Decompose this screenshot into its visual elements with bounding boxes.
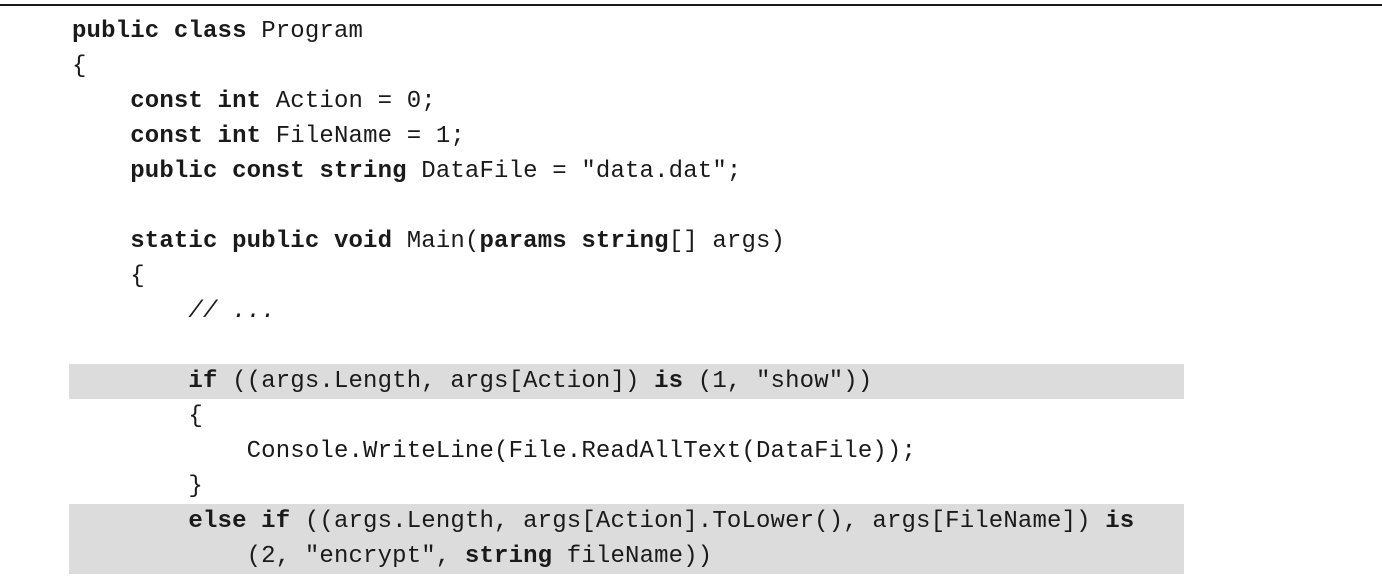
- code-text: [72, 228, 130, 255]
- code-keyword: const int: [130, 123, 262, 150]
- code-keyword: const int: [130, 88, 262, 115]
- highlighted-code-line: if ((args.Length, args[Action]) is (1, "…: [69, 364, 1184, 399]
- code-text: [72, 368, 188, 395]
- code-keyword: static public void: [130, 228, 393, 255]
- code-line: static public void Main(params string[] …: [0, 224, 1382, 259]
- code-text: }: [72, 473, 203, 500]
- code-listing: public class Program { const int Action =…: [0, 14, 1382, 574]
- top-rule: [0, 4, 1382, 6]
- code-text: (1, "show")): [683, 368, 873, 395]
- highlighted-code-line: else if ((args.Length, args[Action].ToLo…: [69, 504, 1184, 539]
- code-line: [0, 329, 1382, 364]
- code-line: Console.WriteLine(File.ReadAllText(DataF…: [0, 434, 1382, 469]
- code-text: Action = 0;: [261, 88, 436, 115]
- code-text: Main(: [392, 228, 480, 255]
- code-line: const int FileName = 1;: [0, 119, 1382, 154]
- code-keyword: public const string: [130, 158, 407, 185]
- code-line: {: [0, 259, 1382, 294]
- code-text: Program: [246, 18, 364, 45]
- code-text: [72, 158, 130, 185]
- code-text: ((args.Length, args[Action]): [217, 368, 655, 395]
- code-keyword: else if: [188, 508, 291, 535]
- code-keyword: if: [188, 368, 218, 395]
- code-line: [0, 189, 1382, 224]
- code-line: {: [0, 399, 1382, 434]
- code-line: public const string DataFile = "data.dat…: [0, 154, 1382, 189]
- code-text: ((args.Length, args[Action].ToLower(), a…: [290, 508, 1106, 535]
- code-line: {: [0, 49, 1382, 84]
- code-line: }: [0, 469, 1382, 504]
- code-line: // ...: [0, 294, 1382, 329]
- code-text: (2, "encrypt",: [72, 543, 465, 570]
- code-text: [72, 123, 130, 150]
- code-keyword: params string: [479, 228, 669, 255]
- code-line: const int Action = 0;: [0, 84, 1382, 119]
- code-text: {: [72, 53, 87, 80]
- code-line: public class Program: [0, 14, 1382, 49]
- code-text: FileName = 1;: [261, 123, 465, 150]
- code-keyword: is: [1105, 508, 1135, 535]
- code-keyword: is: [654, 368, 684, 395]
- code-comment: // ...: [188, 298, 276, 325]
- code-keyword: public class: [72, 18, 247, 45]
- code-text: [72, 508, 188, 535]
- code-text: DataFile = "data.dat";: [406, 158, 742, 185]
- highlighted-code-line: (2, "encrypt", string fileName)): [69, 539, 1184, 574]
- code-text: [72, 88, 130, 115]
- code-keyword: string: [464, 543, 553, 570]
- code-text: [72, 298, 188, 325]
- code-text: {: [72, 263, 145, 290]
- code-text: {: [72, 403, 203, 430]
- code-text: Console.WriteLine(File.ReadAllText(DataF…: [72, 438, 917, 465]
- code-text: [] args): [668, 228, 786, 255]
- code-text: fileName)): [552, 543, 713, 570]
